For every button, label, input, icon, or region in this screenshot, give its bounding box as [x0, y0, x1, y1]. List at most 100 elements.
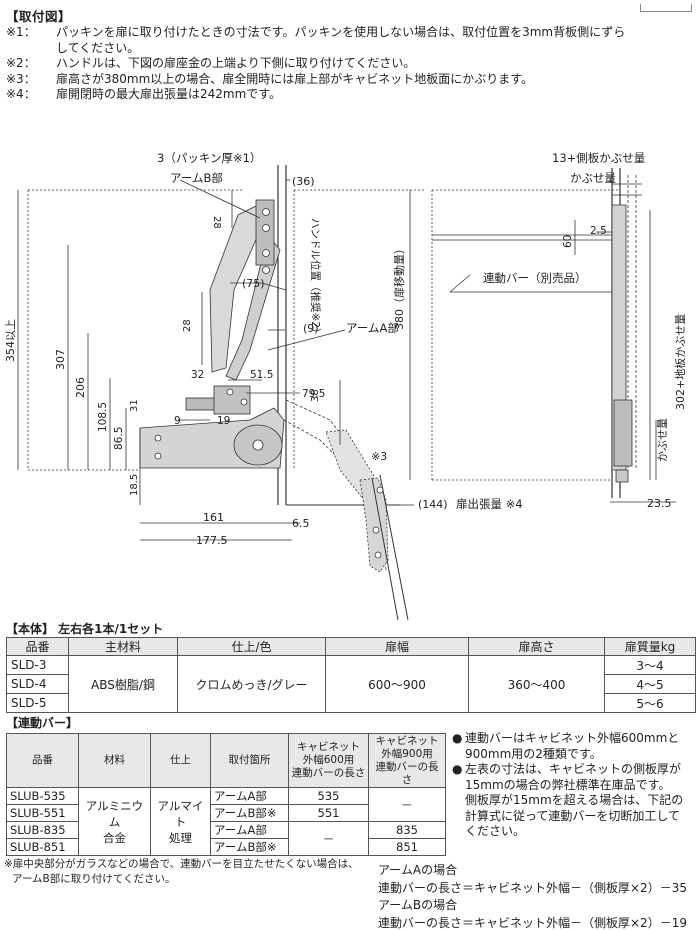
label-arm-b: アームB部	[170, 171, 223, 185]
bullet-dot: ●	[452, 731, 463, 745]
dim-177: 177.5	[196, 534, 228, 547]
footnote: ※扉中央部分がガラスなどの場合で、連動バーを目立たせたくない場合は、 アームB部…	[4, 857, 374, 887]
dim-144: (144)	[418, 498, 448, 511]
link-bar-notes: ● 連動バーはキャビネット外幅600mmと 900mm用の2種類です。 ● 左表…	[452, 731, 698, 840]
col-material: 主材料	[68, 637, 178, 656]
cell-code: SLUB-835	[6, 821, 79, 839]
cell-weight: 5～6	[604, 693, 696, 713]
bullet-line: 左表の寸法は、キャビネットの側板厚が	[465, 762, 682, 776]
cell-len600-dash: －	[288, 821, 369, 856]
cell-location: アームB部※	[210, 838, 289, 856]
bullet-line: 計算式に従って連動バーを切断加工して	[465, 808, 681, 823]
col-code: 品番	[6, 733, 79, 788]
col-finish: 仕上	[150, 733, 211, 788]
dim-31: 31	[129, 399, 140, 412]
col-len600: キャビネット外幅600用連動バーの長さ	[288, 733, 369, 788]
cell-len600: 551	[288, 804, 369, 822]
bullet-line: 15mmの場合の弊社標準在庫品です。	[465, 777, 671, 792]
cell-finish: クロムめっき/グレー	[177, 655, 326, 713]
cell-len900-dash: －	[368, 787, 446, 822]
table-row: SLUB-551 アームB部※ 551	[6, 804, 446, 822]
note-text: パッキンを扉に取り付けたときの寸法です。パッキンを使用しない場合は、取付位置を3…	[56, 25, 626, 39]
link-bar-table: 品番 材料 仕上 取付箇所 キャビネット外幅600用連動バーの長さ キャビネット…	[6, 733, 446, 856]
col-finish: 仕上/色	[177, 637, 326, 656]
cell-code: SLUB-851	[6, 838, 79, 856]
cell-location: アームA部	[210, 821, 289, 839]
main-spec-table: 品番 主材料 仕上/色 扉幅 扉高さ 扉質量kg SLD-3 ABS樹脂/鋼 ク…	[6, 637, 696, 713]
formula-case-b: アームBの場合	[378, 898, 458, 912]
note-mark: ※3：	[6, 71, 36, 86]
col-width: 扉幅	[325, 637, 469, 656]
note-text: 扉高さが380mm以上の場合、扉全開時には扉上部がキャビネット地板面にかぶります…	[56, 71, 534, 86]
dim-28a: 28	[211, 216, 222, 229]
dim-25: 2.5	[590, 225, 607, 237]
cell-location: アームB部※	[210, 804, 289, 822]
dim-28b: 28	[182, 319, 193, 332]
formula-b: 連動バーの長さ＝キャビネット外幅－（側板厚×2）－19	[378, 915, 687, 930]
bullet-dot: ●	[452, 762, 463, 776]
dim-13: 13+側板かぶせ量	[552, 151, 645, 165]
dim-32: 32	[191, 369, 204, 381]
col-code: 品番	[6, 637, 69, 656]
footnote-line: アームB部に取り付けてください。	[12, 873, 176, 885]
bullet-line: 連動バーはキャビネット外幅600mmと	[465, 731, 680, 745]
dim-18: 18.5	[129, 474, 140, 496]
bullet-line: 側板厚が15mmを超える場合は、下記の	[465, 793, 684, 807]
cell-weight: 3～4	[604, 655, 696, 675]
bullet-item: ● 左表の寸法は、キャビネットの側板厚が 15mmの場合の弊社標準在庫品です。 …	[452, 762, 698, 840]
dim-51: 51.5	[250, 369, 273, 381]
dim-23: 23.5	[647, 497, 672, 510]
installation-diagram: 3（パッキン厚※1） アームB部 (36) 28 ハンドル位置（推奨※2） (7…	[4, 151, 687, 620]
table-header-row: 品番 材料 仕上 取付箇所 キャビネット外幅600用連動バーの長さ キャビネット…	[6, 733, 446, 788]
note3-marker: ※3	[371, 450, 387, 463]
table-header-row: 品番 主材料 仕上/色 扉幅 扉高さ 扉質量kg	[6, 637, 696, 656]
cell-width: 600～900	[325, 655, 469, 713]
footnote-line: ※扉中央部分がガラスなどの場合で、連動バーを目立たせたくない場合は、	[4, 858, 359, 870]
note-1-continued: してください。	[56, 40, 140, 55]
cell-material: アルミニウム合金	[78, 787, 151, 856]
cell-len600: 535	[288, 787, 369, 805]
note-mark: ※4：	[6, 87, 36, 101]
col-location: 取付箇所	[210, 733, 289, 788]
dim-75: (75)	[242, 277, 265, 290]
dim-9: (9)	[303, 322, 319, 335]
cell-len900: 851	[368, 838, 446, 856]
note-text: ハンドルは、下図の扉座金の上端より下側に取り付けてください。	[56, 56, 416, 70]
col-len900: キャビネット外幅900用連動バーの長さ	[368, 733, 446, 788]
col-weight: 扉質量kg	[604, 637, 696, 656]
bullet-line: 900mm用の2種類です。	[465, 746, 602, 761]
note-1: ※1： パッキンを扉に取り付けたときの寸法です。パッキンを使用しない場合は、取付…	[6, 25, 696, 41]
label-link-bar: 連動バー（別売品）	[483, 271, 587, 285]
table-row: SLD-5 5～6	[6, 693, 696, 713]
bullet-item: ● 連動バーはキャビネット外幅600mmと 900mm用の2種類です。	[452, 731, 698, 762]
table-row: SLUB-835 アームA部 － 835	[6, 821, 446, 856]
main-section-title: 【本体】 左右各1本/1セット	[6, 622, 164, 636]
label-kabuse2: かぶせ量	[656, 418, 669, 462]
label-kabuse: かぶせ量	[570, 171, 616, 185]
label-arm-a: アームA部	[346, 321, 399, 335]
handle-position-label: ハンドル位置（推奨※2）	[309, 218, 322, 338]
install-notes-title: 【取付図】	[6, 9, 72, 24]
dim-86: 86.5	[113, 427, 125, 450]
protrusion-label: 扉出張量 ※4	[456, 497, 523, 511]
dim-380: 380（扉移動量）	[392, 243, 406, 330]
dim-9b: 9	[174, 415, 181, 427]
note-mark: ※2：	[6, 56, 36, 70]
cell-len900: 835	[368, 821, 446, 839]
cell-code: SLUB-535	[6, 787, 79, 805]
bullet-line: ください。	[465, 824, 526, 838]
cell-weight: 4～5	[604, 674, 696, 694]
dim-307: 307	[54, 349, 67, 370]
formula-case-a: アームAの場合	[378, 863, 458, 877]
note-2: ※2： ハンドルは、下図の扉座金の上端より下側に取り付けてください。	[6, 56, 696, 72]
note-3: ※3： 扉高さが380mm以上の場合、扉全開時には扉上部がキャビネット地板面にか…	[6, 72, 696, 88]
cell-height: 360～400	[468, 655, 605, 713]
note-4: ※4： 扉開閉時の最大扉出張量は242mmです。	[6, 87, 696, 103]
cell-code: SLD-4	[6, 674, 69, 694]
col-height: 扉高さ	[468, 637, 605, 656]
cell-material: ABS樹脂/鋼	[68, 655, 178, 713]
cell-location: アームA部	[210, 787, 289, 805]
table-row: SLUB-851 アームB部※ 851	[6, 838, 446, 856]
cell-code: SLUB-551	[6, 804, 79, 822]
dim-38: 38	[310, 389, 321, 402]
